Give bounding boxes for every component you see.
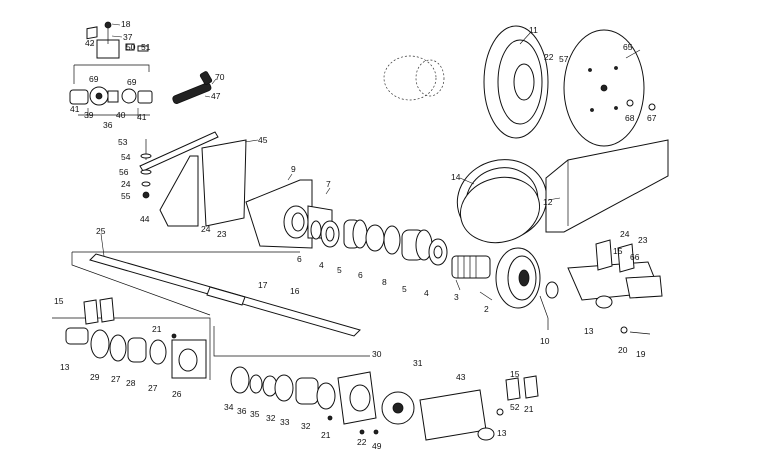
callout-c24c: 24 (620, 229, 630, 239)
callout-c68: 68 (625, 113, 635, 123)
callout-c27a: 27 (111, 374, 121, 384)
callout-c29: 29 (90, 372, 100, 382)
callout-c65: 65 (623, 42, 633, 52)
callout-c21c: 21 (321, 430, 331, 440)
callout-c53: 53 (118, 137, 128, 147)
callout-c12: 12 (543, 197, 553, 207)
callout-c13c: 13 (497, 428, 507, 438)
callout-c5b: 5 (402, 284, 407, 294)
callout-c11: 11 (529, 25, 538, 35)
roller-assembly (69, 86, 153, 118)
callout-c70: 70 (215, 72, 225, 82)
callout-c5a: 5 (337, 265, 342, 275)
callout-c6b: 6 (358, 270, 363, 280)
callout-c36b: 36 (237, 406, 247, 416)
lower-left-bearing (52, 297, 211, 380)
callout-c24b: 24 (201, 224, 211, 234)
callout-c10: 10 (540, 336, 550, 346)
lever-rod (139, 131, 219, 199)
callout-c13a: 13 (584, 326, 594, 336)
callout-c14: 14 (451, 172, 461, 182)
callout-c3: 3 (454, 292, 459, 302)
callout-c52: 52 (510, 402, 520, 412)
callout-c7: 7 (326, 179, 331, 189)
callout-c32b: 32 (301, 421, 311, 431)
callout-c23a: 23 (217, 229, 227, 239)
callout-c15a: 15 (613, 246, 623, 256)
callout-c54: 54 (121, 152, 131, 162)
callout-c13b: 13 (60, 362, 70, 372)
callout-c47: 47 (211, 91, 221, 101)
callout-c18: 18 (121, 19, 131, 29)
callout-c57: 57 (559, 54, 569, 64)
callout-c21a: 21 (152, 324, 162, 334)
callout-c34: 34 (224, 402, 234, 412)
large-pulley (383, 25, 656, 147)
callout-c4b: 4 (424, 288, 429, 298)
callout-c49: 49 (372, 441, 382, 451)
callout-c67: 67 (647, 113, 657, 123)
shaft-bearings (310, 219, 448, 266)
callout-c15c: 15 (510, 369, 520, 379)
callout-c37: 37 (123, 32, 133, 42)
lower-middle-bearing (213, 326, 415, 435)
callout-c36a: 36 (103, 120, 113, 130)
callout-c44: 44 (140, 214, 150, 224)
callout-c32a: 32 (266, 413, 276, 423)
callout-c66: 66 (630, 252, 640, 262)
callout-c43: 43 (456, 372, 466, 382)
callout-c2: 2 (484, 304, 489, 314)
callout-c42: 42 (85, 38, 95, 48)
callout-c20: 20 (618, 345, 628, 355)
callout-c26: 26 (172, 389, 182, 399)
callout-c41b: 41 (137, 112, 147, 122)
belt-cover (545, 139, 669, 233)
callout-c16: 16 (290, 286, 300, 296)
callout-c39: 39 (84, 110, 94, 120)
callout-c45: 45 (258, 135, 268, 145)
callout-c24a: 24 (121, 179, 131, 189)
callout-c50: 50 (126, 42, 136, 52)
bracket-assembly (73, 21, 150, 84)
callout-c30: 30 (372, 349, 382, 359)
callout-c19: 19 (636, 349, 646, 359)
chain-links (172, 71, 213, 104)
right-bracket (539, 239, 663, 335)
lower-right-plate (419, 375, 539, 441)
callout-c51: 51 (141, 42, 151, 52)
callout-c55: 55 (121, 191, 131, 201)
callout-c40: 40 (116, 110, 126, 120)
callout-c56: 56 (119, 167, 129, 177)
callout-c31: 31 (413, 358, 423, 368)
guard-plates (159, 139, 247, 227)
callout-c25: 25 (96, 226, 106, 236)
callout-c22a: 22 (544, 52, 554, 62)
callout-c28: 28 (126, 378, 136, 388)
callout-c23b: 23 (638, 235, 648, 245)
callout-c15b: 15 (54, 296, 64, 306)
callout-c69a: 69 (89, 74, 99, 84)
callout-c4a: 4 (319, 260, 324, 270)
callout-c33: 33 (280, 417, 290, 427)
callout-c41a: 41 (70, 104, 80, 114)
callout-c17: 17 (258, 280, 268, 290)
main-shaft (71, 251, 361, 337)
callout-c8: 8 (382, 277, 387, 287)
callout-c21b: 21 (524, 404, 534, 414)
v-belts (456, 159, 548, 244)
splined-hub (451, 247, 559, 309)
callout-c9: 9 (291, 164, 296, 174)
callout-c22b: 22 (357, 437, 367, 447)
callout-c69b: 69 (127, 77, 137, 87)
callout-c35: 35 (250, 409, 260, 419)
leader-lines (92, 23, 641, 301)
callout-c27b: 27 (148, 383, 158, 393)
callout-c6a: 6 (297, 254, 302, 264)
